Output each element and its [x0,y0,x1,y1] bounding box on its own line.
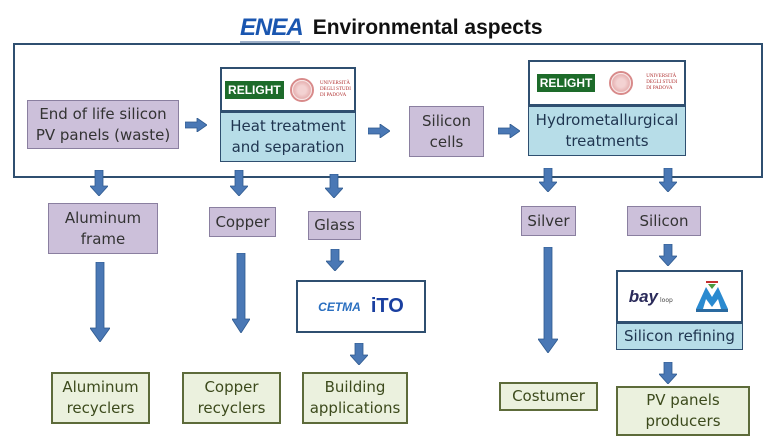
arrow-right-icon [185,118,207,132]
pv-producers-line2: producers [645,412,721,430]
arrow-down-icon [232,253,250,333]
arrow-right-icon [368,124,390,138]
heat-treatment-line1: Heat treatment [230,117,346,135]
hydrometallurgical-line2: treatments [565,132,649,150]
header: ENEA Environmental aspects [240,12,543,44]
silicon-refining-box: Silicon refining [616,323,743,350]
destination-costumer: Costumer [499,382,598,411]
hydrometallurgical-box: Hydrometallurgical treatments [528,106,686,156]
silicon-cells-box: Silicon cells [409,106,484,157]
material-copper: Copper [209,207,276,237]
arrow-down-icon [539,168,557,192]
page-title: Environmental aspects [312,16,543,39]
input-line1: End of life silicon [39,104,167,123]
cetma-logo: CETMA [318,299,361,314]
arrow-down-icon [659,168,677,192]
arrow-down-icon [90,262,110,342]
material-silicon: Silicon [627,206,701,236]
copper-label: Copper [215,212,270,231]
hydrometallurgical-line1: Hydrometallurgical [535,111,679,129]
input-line2: PV panels (waste) [35,125,171,144]
arrow-down-icon [350,343,368,365]
ito-logo: iTO [370,295,404,317]
arrow-down-icon [538,247,558,353]
unipd-seal-icon [608,71,633,95]
silicon-cells-line1: Silicon [422,111,471,130]
heat-treatment-box: Heat treatment and separation [220,112,356,162]
m-logo-icon [694,280,730,313]
bay-logo: bay loop [628,286,673,306]
pv-producers-line1: PV panels [646,391,720,409]
silicon-refining-label: Silicon refining [624,327,735,345]
relight-logo: RELIGHT [225,80,284,99]
glass-partners-box: CETMA iTO [296,280,426,333]
silicon-label: Silicon [639,211,689,230]
silicon-cells-line2: cells [429,132,464,151]
material-aluminum-frame: Aluminum frame [48,203,158,254]
aluminum-line1: Aluminum [64,208,142,227]
aluminum-line2: frame [80,229,126,248]
silver-label: Silver [527,211,570,230]
arrow-right-icon [498,124,520,138]
enea-logo: ENEA [240,14,304,43]
copper-recyclers-line2: recyclers [197,399,266,417]
destination-pv-producers: PV panels producers [616,386,750,436]
glass-label: Glass [314,216,355,234]
arrow-down-icon [659,362,677,384]
costumer-label: Costumer [512,387,585,405]
unipd-seal-icon [289,77,314,102]
heat-treatment-line2: and separation [231,138,345,156]
aluminum-recyclers-line2: recyclers [66,399,135,417]
enea-logo-text: ENEA [240,14,304,41]
arrow-down-icon [659,244,677,266]
material-glass: Glass [308,211,361,240]
aluminum-recyclers-line1: Aluminum [62,378,139,396]
input-waste-box: End of life silicon PV panels (waste) [27,100,179,149]
building-line2: applications [309,399,401,417]
copper-recyclers-line1: Copper [204,378,259,396]
destination-copper-recyclers: Copper recyclers [182,372,281,424]
refining-partners-box: bay loop [616,270,743,323]
relight-logo: RELIGHT [536,74,596,92]
material-silver: Silver [521,206,576,236]
enea-logo-underline [240,41,300,43]
arrow-down-icon [326,249,344,271]
destination-aluminum-recyclers: Aluminum recyclers [51,372,150,424]
destination-building-applications: Building applications [302,372,408,424]
process-frame [13,43,763,178]
arrow-down-icon [230,170,248,196]
arrow-down-icon [90,170,108,196]
building-line1: Building [324,378,386,396]
arrow-down-icon [325,174,343,198]
